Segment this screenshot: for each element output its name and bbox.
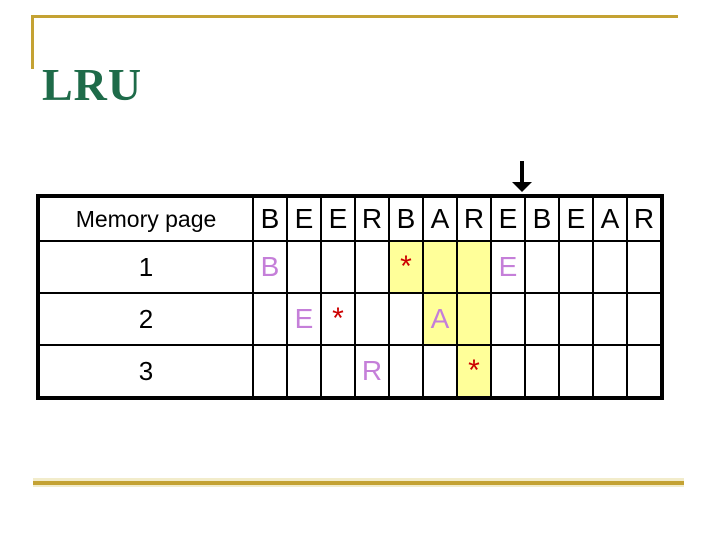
reference-header-cell: B [388,195,424,242]
page-letter-cell: E [490,240,526,294]
bottom-divider-light-bottom [33,485,684,487]
hit-star-cell: * [320,292,356,346]
table-cell [626,240,663,294]
table-cell [252,292,288,346]
left-gold-rule [31,15,34,69]
hit-star-cell: * [388,240,424,294]
page-title: LRU [42,58,143,110]
arrow-shaft [520,161,524,182]
reference-header-cell: E [320,195,356,242]
table-row: 3 R * [37,344,663,399]
memory-page-header: Memory page [37,195,254,242]
page-row-label: 2 [37,292,254,346]
page-row-label: 1 [37,240,254,294]
arrow-head [512,182,532,192]
page-row-label: 3 [37,344,254,399]
table-cell [490,292,526,346]
table-cell [558,344,594,399]
table-cell [490,344,526,399]
bottom-divider-gold-line [33,481,684,485]
table-cell [558,292,594,346]
reference-header-cell: A [422,195,458,242]
table-cell [252,344,288,399]
page-letter-cell: E [286,292,322,346]
table-cell [388,344,424,399]
reference-header-cell: E [286,195,322,242]
table-cell [626,344,663,399]
table-cell [320,344,356,399]
page-letter-cell: A [422,292,458,346]
bottom-divider [33,478,684,487]
reference-header-cell: R [626,195,663,242]
table-cell [524,344,560,399]
reference-header-cell: R [456,195,492,242]
current-reference-arrow-icon [512,161,532,192]
table-cell [354,292,390,346]
table-cell [524,240,560,294]
reference-header-cell: B [524,195,560,242]
reference-header-cell: B [252,195,288,242]
table-cell [456,240,492,294]
table-cell [422,344,458,399]
reference-header-cell: E [558,195,594,242]
table-cell [524,292,560,346]
page-letter-cell: B [252,240,288,294]
hit-star-cell: * [456,344,492,399]
table-cell [286,240,322,294]
table-cell [286,344,322,399]
page-letter-cell: R [354,344,390,399]
reference-header-cell: R [354,195,390,242]
table-cell [320,240,356,294]
table-cell [592,292,628,346]
top-gold-rule [31,15,678,18]
table-cell [456,292,492,346]
table-cell [626,292,663,346]
reference-header-cell: E [490,195,526,242]
table-cell [592,344,628,399]
table-cell [422,240,458,294]
table-cell [558,240,594,294]
bottom-divider-light-top [33,478,684,481]
reference-header-cell: A [592,195,628,242]
table-cell [354,240,390,294]
table-cell [592,240,628,294]
table-cell [388,292,424,346]
